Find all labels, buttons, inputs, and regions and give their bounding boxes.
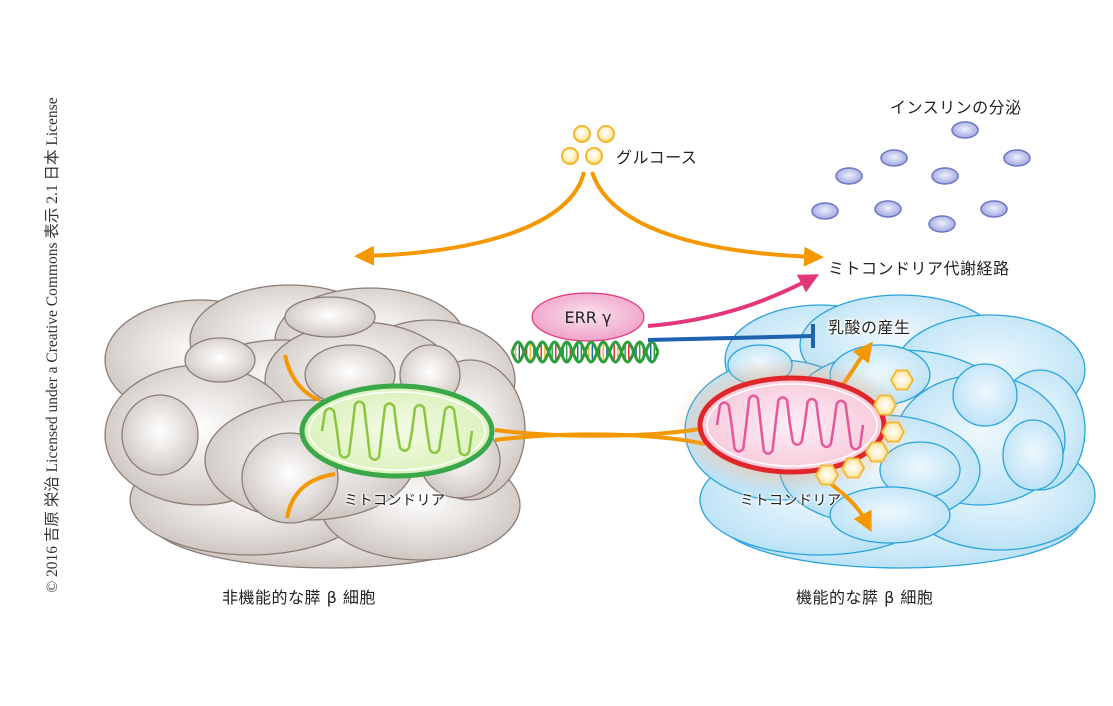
activation-arrow: [647, 274, 820, 328]
glucose-label: グルコース: [616, 148, 698, 167]
insulin-granules: [811, 121, 1031, 233]
metabolite-hexagon: [889, 369, 915, 391]
err-gamma-protein: [531, 292, 645, 342]
insulin-granule: [1003, 149, 1031, 167]
metabolite-hexagon: [840, 457, 866, 479]
mito-pathway-label: ミトコンドリア代謝経路: [828, 259, 1010, 278]
inhibition-line: [647, 334, 813, 342]
metabolite-hexagons: [814, 369, 915, 486]
glucose-molecule: [585, 147, 603, 165]
functional-cell-label: 機能的な膵 β 細胞: [796, 588, 934, 607]
mitochondria-right-label: ミトコンドリア: [740, 493, 842, 509]
insulin-granule: [811, 202, 839, 220]
metabolite-hexagon: [864, 441, 890, 463]
metabolite-hexagon: [814, 464, 840, 486]
insulin-granule: [835, 167, 863, 185]
insulin-granule: [928, 215, 956, 233]
metabolite-hexagon: [872, 394, 898, 416]
glucose-molecule: [597, 125, 615, 143]
cristae-left: [320, 400, 474, 461]
err-gamma-label: ERR γ: [564, 307, 612, 327]
glucose-molecule: [561, 147, 579, 165]
dna-helix-icon: [510, 340, 660, 364]
insulin-granule: [880, 149, 908, 167]
left-cell-path-top: [283, 354, 321, 402]
cristae-right: [715, 394, 865, 455]
insulin-granule: [931, 167, 959, 185]
insulin-granule: [980, 200, 1008, 218]
glucose-arrow-right: [590, 171, 824, 267]
insulin-granule: [874, 200, 902, 218]
mitochondrion-left: [299, 383, 495, 479]
copyright-notice: © 2016 吉原 栄治 Licensed under a Creative C…: [44, 97, 61, 593]
insulin-secretion-label: インスリンの分泌: [890, 98, 1022, 117]
nonfunctional-cell-label: 非機能的な膵 β 細胞: [222, 588, 376, 607]
mito-link-bottom: [494, 432, 706, 446]
insulin-granule: [951, 121, 979, 139]
lactate-production-label: 乳酸の産生: [828, 318, 911, 337]
glucose-arrow-left: [354, 171, 586, 266]
glucose-molecule: [573, 125, 591, 143]
mitochondrion-right: [672, 357, 912, 493]
metabolite-hexagon: [880, 421, 906, 443]
left-cell-path-bottom: [285, 472, 336, 519]
mitochondria-left-label: ミトコンドリア: [344, 493, 446, 509]
glucose-molecules: [561, 125, 615, 165]
